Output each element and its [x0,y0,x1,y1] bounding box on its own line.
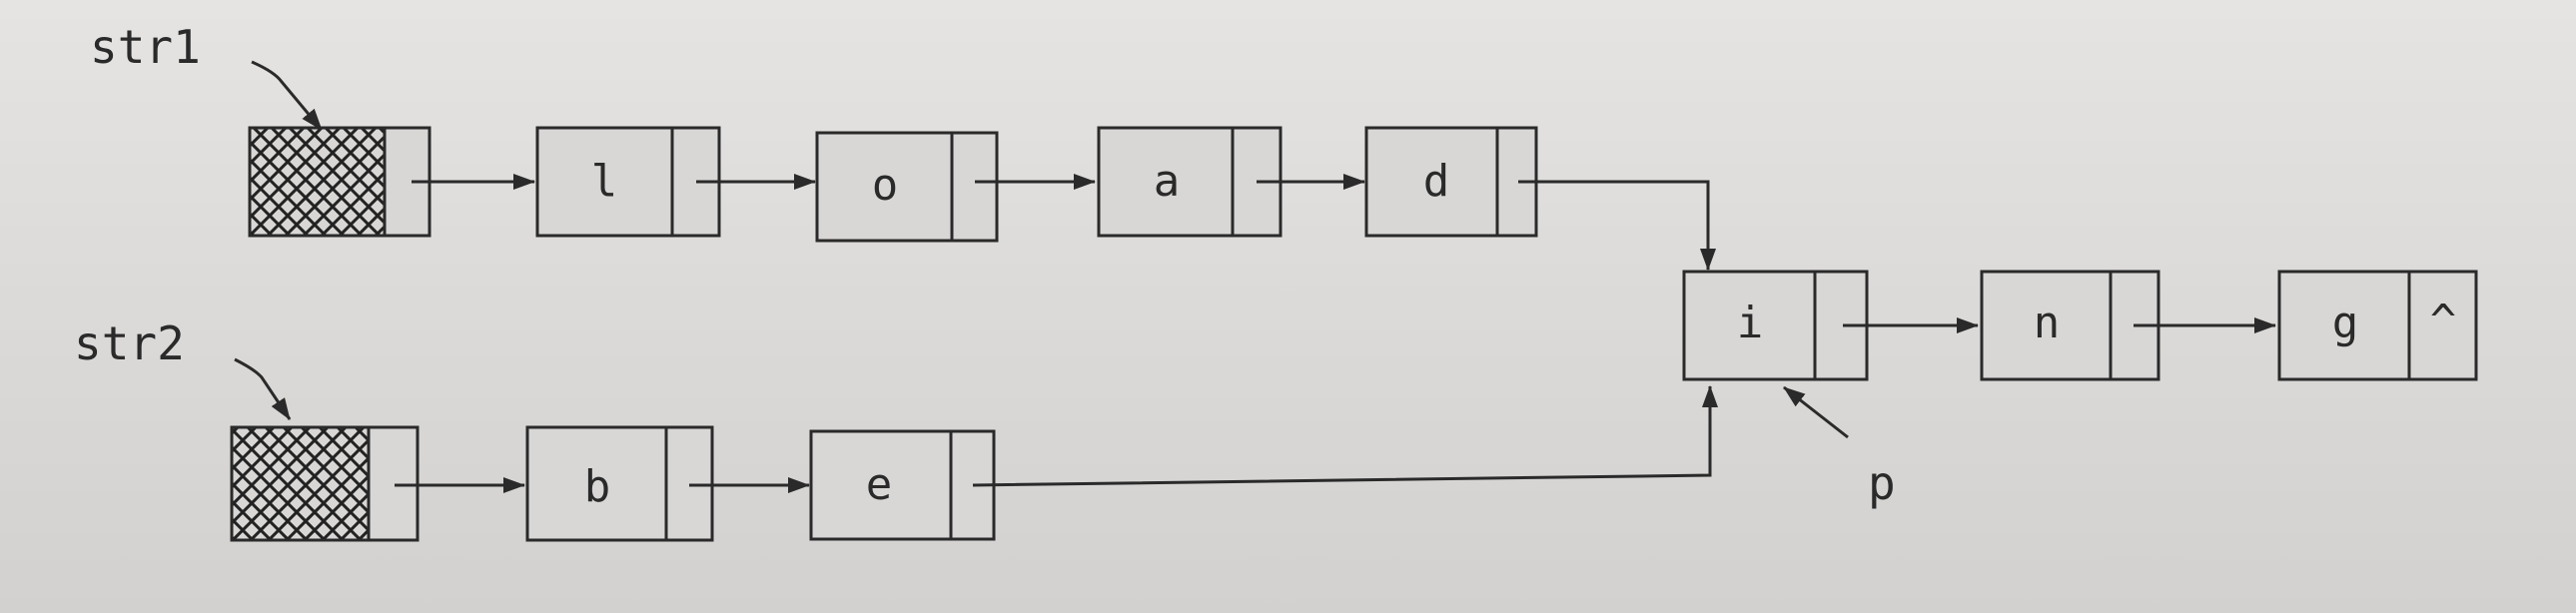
str1-label-group: str1 [90,20,324,131]
node-n-box [1980,270,2160,381]
list-node-l: l [535,126,721,238]
node-i-value: i [1737,298,1764,348]
str2-label: str2 [74,316,185,370]
node-o-box [815,131,999,243]
node-g-box [2277,270,2478,381]
node-e-value: e [866,459,893,510]
str1-label: str1 [90,20,201,74]
arrow-e-to-i [972,385,1718,487]
node-a-value: a [1154,156,1181,207]
str2-label-group: str2 [74,316,292,420]
list-node-n: n [1980,270,2160,381]
str1-head-hatched-field [248,126,387,238]
pointer-p-group: p [1783,385,1896,510]
node-d-box [1364,126,1538,238]
node-g-value: g [2332,298,2359,348]
str1-head-node [248,126,431,238]
node-d-value: d [1423,156,1450,207]
node-e-box [809,429,996,541]
list-node-i: i [1682,270,1869,381]
node-i-box [1682,270,1869,381]
list-node-a: a [1097,126,1283,238]
node-a-box [1097,126,1283,238]
list-node-e: e [809,429,996,541]
pointer-p-arrow [1783,385,1849,439]
null-pointer-marker: ^ [2430,296,2457,346]
list-node-g: g ^ [2277,270,2478,381]
str2-pointer-arrow [234,357,292,420]
node-l-value: l [591,156,618,207]
node-n-value: n [2034,298,2061,348]
arrow-d-to-i [1518,180,1716,271]
node-o-value: o [872,160,899,211]
str2-head-node [230,425,420,542]
list-node-d: d [1364,126,1538,238]
list-node-o: o [815,131,999,243]
list-node-b: b [525,425,714,542]
pointer-p-label: p [1868,456,1896,510]
str1-pointer-arrow [251,60,324,131]
node-b-value: b [584,461,611,512]
node-l-box [535,126,721,238]
node-b-box [525,425,714,542]
str2-head-hatched-field [230,425,371,542]
